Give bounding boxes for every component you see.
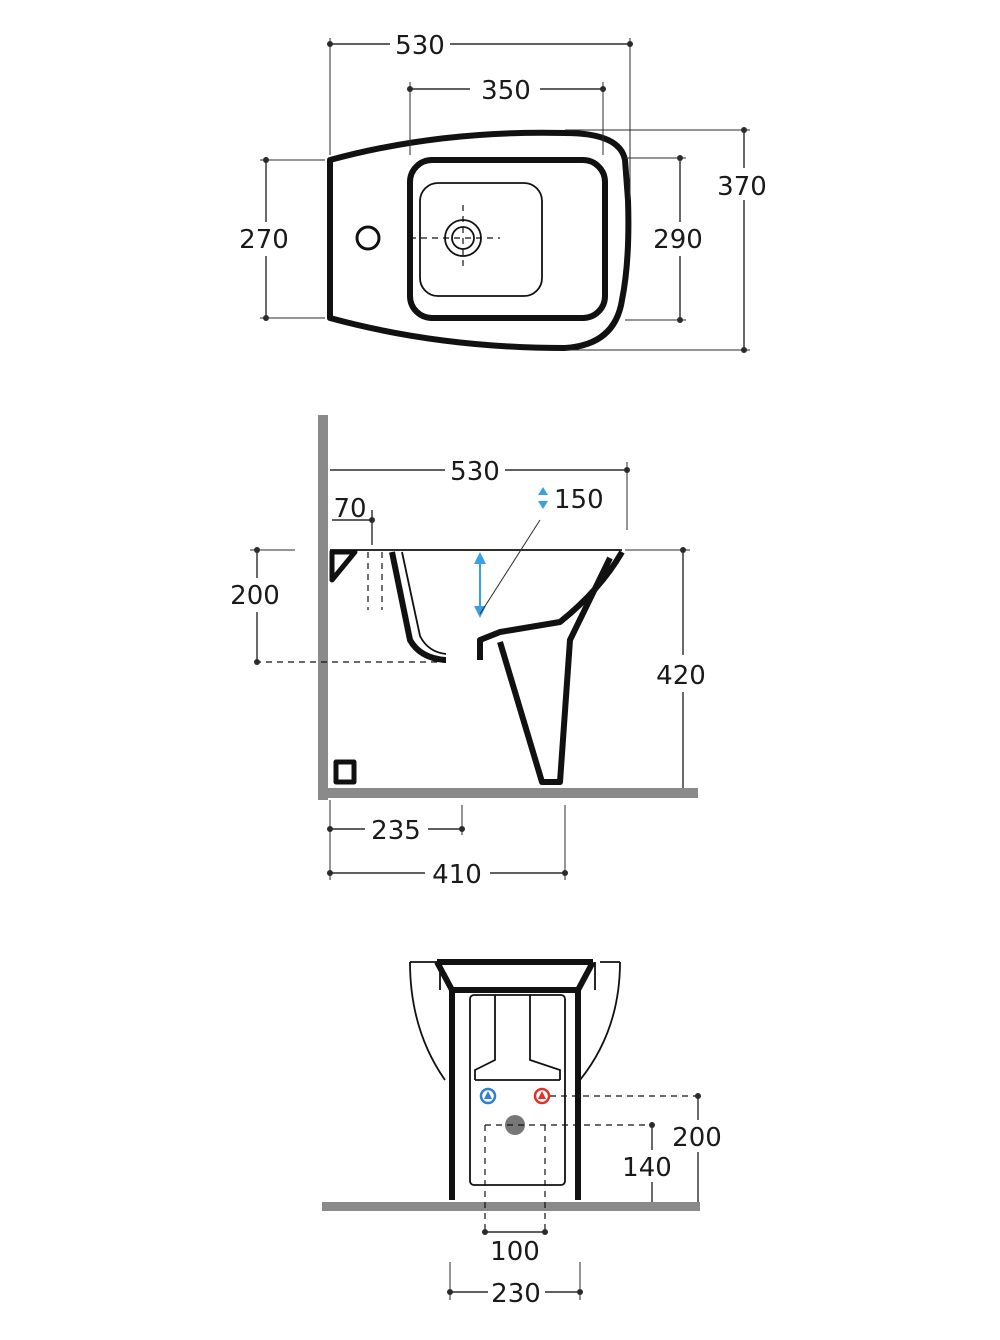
dim-top-270: 270 [239, 157, 325, 321]
tap-offset-label: 70 [333, 494, 366, 524]
waste-height-label: 140 [622, 1153, 672, 1183]
top-length-label: 530 [395, 31, 445, 61]
top-view-outline [327, 129, 632, 351]
rear-width-label: 270 [239, 225, 289, 255]
dim-rear-140: 140 [622, 1122, 672, 1202]
dim-top-290: 290 [625, 155, 703, 323]
side-view-floor [318, 788, 698, 798]
bowl-length-label: 350 [481, 76, 531, 106]
rear-view-floor [322, 1202, 700, 1211]
side-view-wall [318, 415, 328, 800]
foot-width-label: 230 [491, 1279, 541, 1309]
top-view-bowl-outer [407, 157, 608, 321]
water-height-label: 150 [554, 485, 604, 515]
waste-width-label: 100 [490, 1237, 540, 1267]
inlet-height-label: 200 [230, 581, 280, 611]
side-view-outlet [333, 759, 357, 785]
dim-side-200: 200 [230, 547, 295, 665]
dim-side-235: 235 [327, 800, 465, 880]
top-view-bowl-inner [419, 182, 543, 297]
side-length-label: 530 [450, 457, 500, 487]
rear-view: 200 140 100 230 [322, 959, 722, 1309]
top-view: 530 350 370 290 [239, 31, 767, 353]
overall-width-label: 370 [717, 172, 767, 202]
rear-view-recess [469, 994, 566, 1186]
dim-top-350: 350 [407, 76, 606, 155]
hot-water-connection [533, 1087, 551, 1105]
bowl-width-label: 290 [653, 225, 703, 255]
dim-side-150: 150 [474, 485, 604, 618]
top-view-tap-hole [355, 225, 381, 251]
rim-height-label: 420 [656, 661, 706, 691]
dim-side-420: 420 [625, 547, 706, 788]
dim-rear-200: 200 [672, 1093, 722, 1202]
dim-side-410: 410 [327, 805, 568, 890]
dim-side-530: 530 [330, 457, 630, 530]
outlet-distance-label: 235 [371, 816, 421, 846]
foot-distance-label: 410 [432, 860, 482, 890]
dim-side-70: 70 [332, 494, 375, 545]
cold-water-connection [479, 1087, 497, 1105]
waste-outlet [505, 1115, 525, 1135]
dim-top-370: 370 [565, 127, 767, 353]
side-view: 530 70 150 200 [230, 415, 706, 890]
dim-rear-100: 100 [482, 1229, 548, 1267]
dim-top-530: 530 [327, 31, 633, 200]
dim-rear-230: 230 [447, 1262, 583, 1309]
supply-height-label: 200 [672, 1123, 722, 1153]
